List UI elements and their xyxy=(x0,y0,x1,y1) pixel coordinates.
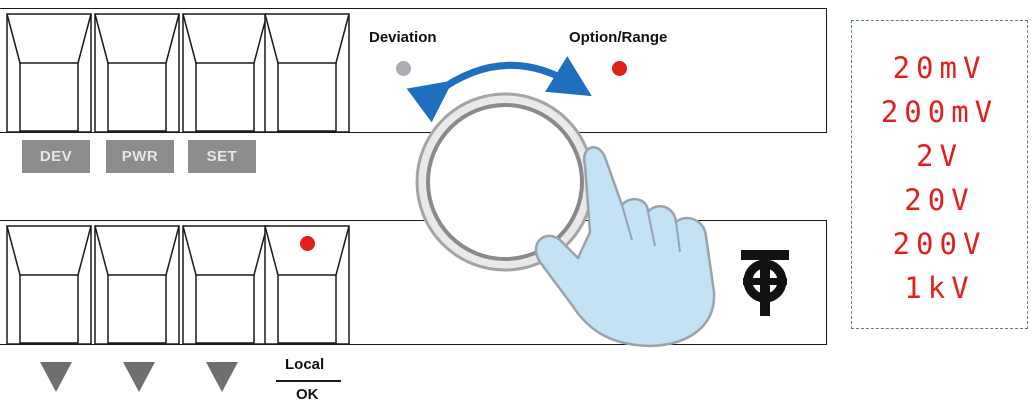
key-label-pwr: PWR xyxy=(106,140,174,173)
deviation-label: Deviation xyxy=(369,29,437,46)
range-list: 20mV 200mV 2V 20V 200V 1kV xyxy=(851,20,1028,329)
brand-logo xyxy=(741,250,789,316)
softkey-1[interactable] xyxy=(6,13,92,133)
local-label: Local xyxy=(285,356,325,373)
rotary-knob[interactable] xyxy=(415,92,595,272)
range-value: 20V xyxy=(904,183,975,217)
softkey-3[interactable] xyxy=(182,13,268,133)
down-triangle-icon xyxy=(40,362,72,392)
ok-label: OK xyxy=(296,386,319,403)
softkey-2[interactable] xyxy=(94,13,180,133)
range-value: 2V xyxy=(916,139,963,173)
down-triangle-icon xyxy=(206,362,238,392)
option-range-label: Option/Range xyxy=(569,29,668,46)
softkey-4[interactable] xyxy=(264,13,350,133)
key-label-set: SET xyxy=(188,140,256,173)
local-led xyxy=(300,236,315,251)
hand-pointer-icon xyxy=(534,146,716,348)
down-triangle-icon xyxy=(123,362,155,392)
rotate-arrow-icon xyxy=(406,56,592,123)
range-value: 20mV xyxy=(892,51,987,85)
option-range-led xyxy=(612,61,627,76)
range-value: 200V xyxy=(892,227,987,261)
softkey-7[interactable] xyxy=(182,225,268,345)
key-label-dev: DEV xyxy=(22,140,90,173)
rotary-knob-graphic xyxy=(406,56,716,348)
local-ok-divider xyxy=(276,380,341,382)
softkey-5[interactable] xyxy=(6,225,92,345)
softkey-6[interactable] xyxy=(94,225,180,345)
range-value: 1kV xyxy=(904,271,975,305)
range-value: 200mV xyxy=(880,95,999,129)
